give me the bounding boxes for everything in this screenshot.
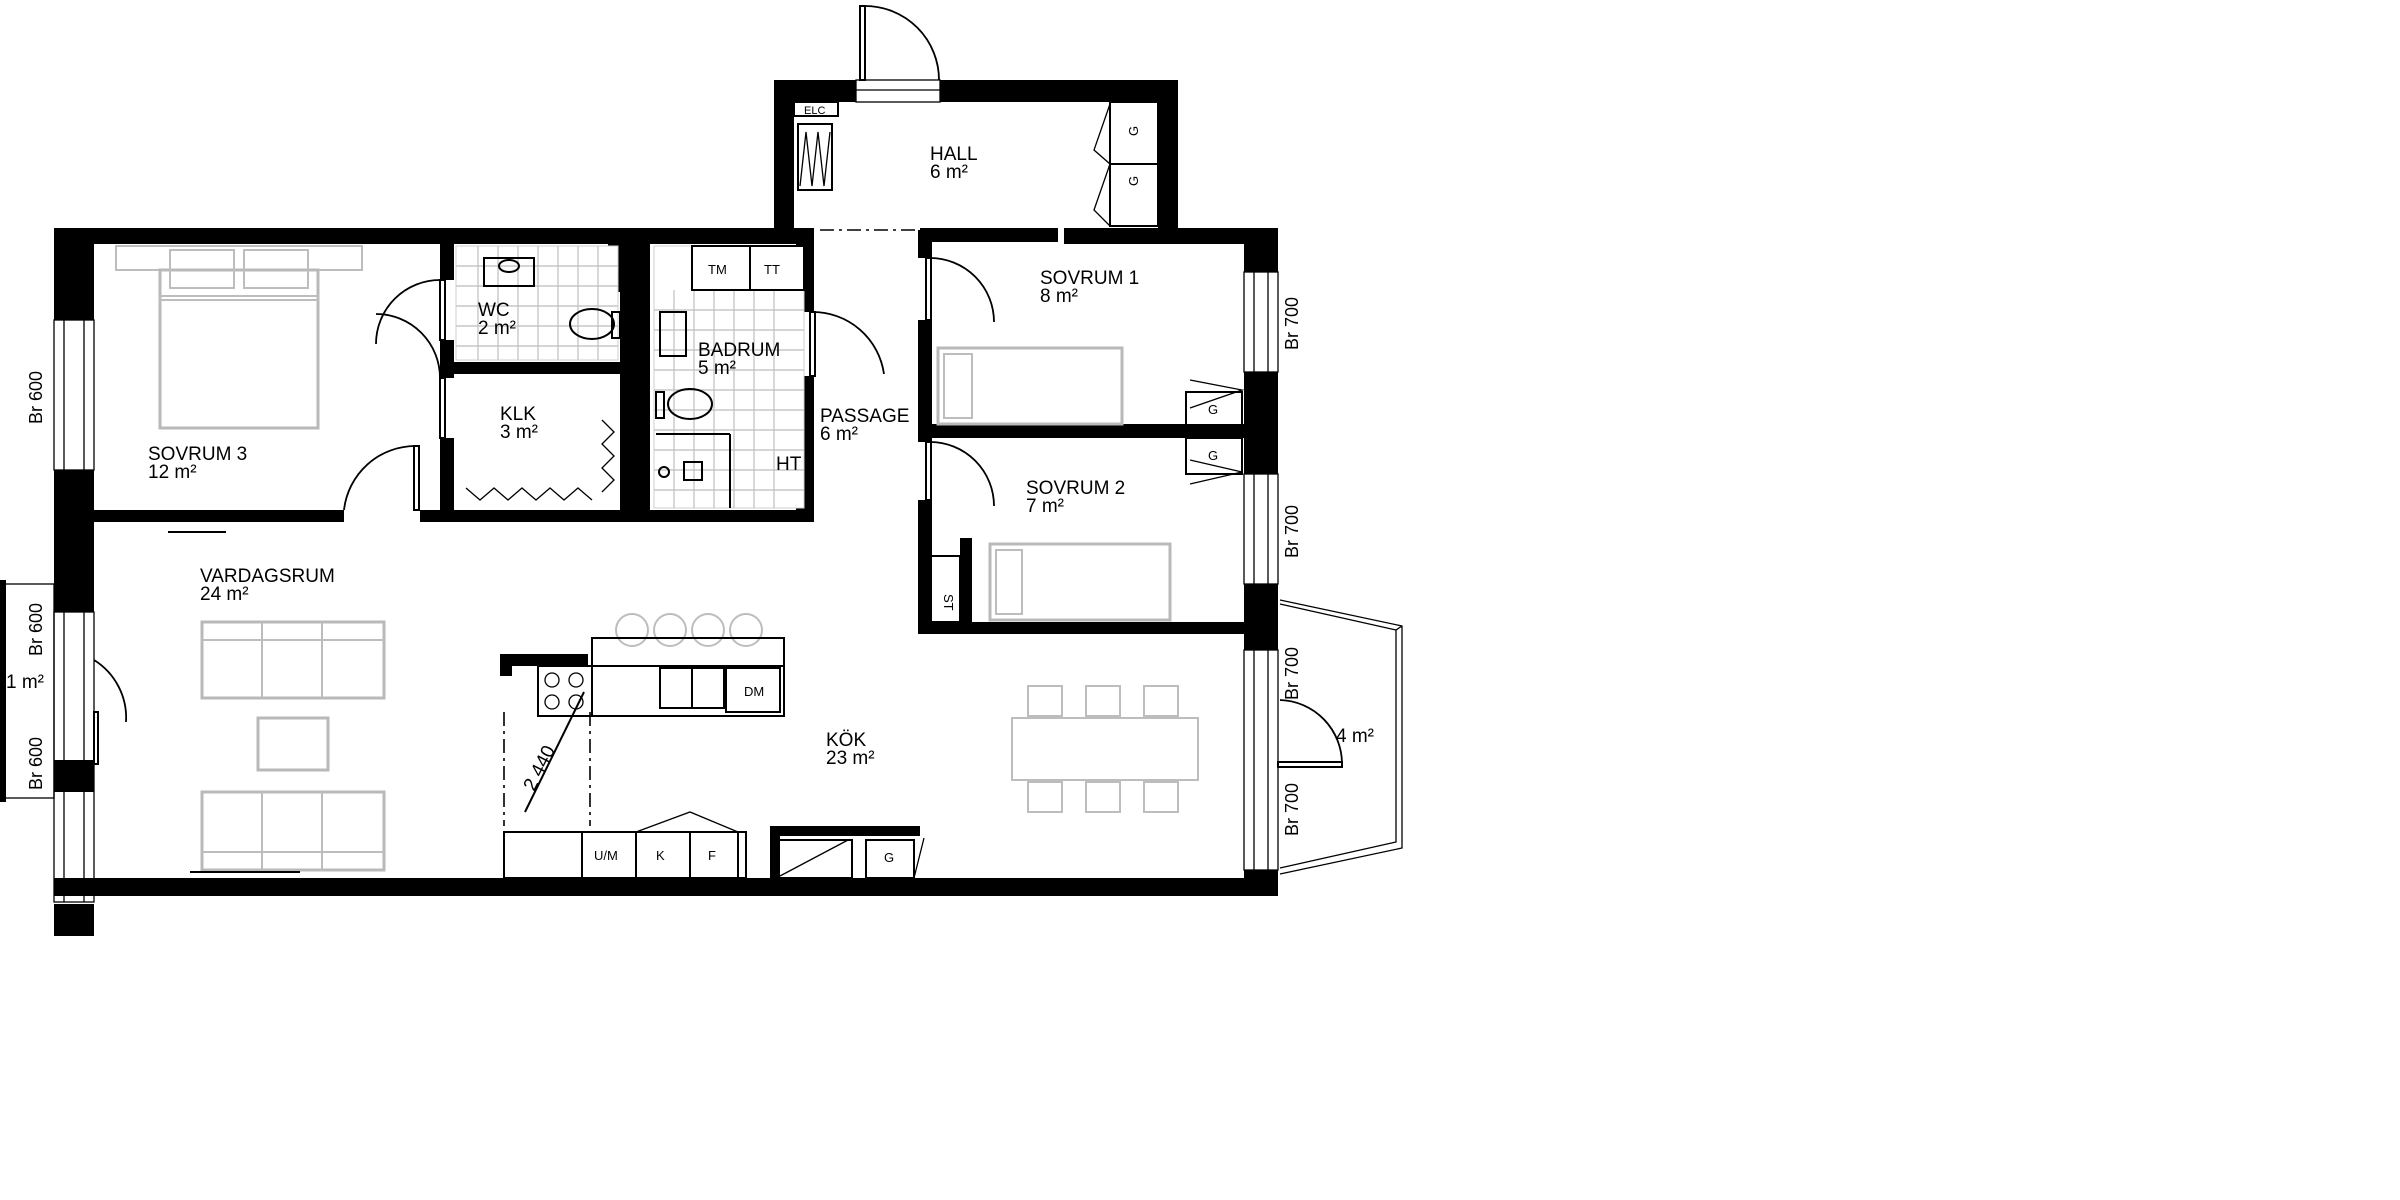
passage-area: 6 m² xyxy=(820,424,858,445)
sovrum2-furniture xyxy=(921,437,1243,623)
ht-label: HT xyxy=(776,454,802,475)
walls xyxy=(54,80,1278,936)
sovrum1-name: SOVRUM 1 xyxy=(1040,268,1139,289)
dm-label: DM xyxy=(744,684,764,699)
tm-label: TM xyxy=(708,262,727,277)
vardagsrum-area: 24 m² xyxy=(200,584,249,605)
balconies xyxy=(0,580,1403,875)
garderob-sovrum1: G xyxy=(1208,402,1218,417)
hall-area: 6 m² xyxy=(930,162,968,183)
window-label-kok-lower: Br 700 xyxy=(1282,783,1302,836)
hall-name: HALL xyxy=(930,144,978,165)
garderob-hall-upper: G xyxy=(1126,126,1141,136)
kitchen-dimension: 2 440 xyxy=(520,742,560,794)
balkong-right-area: 4 m² xyxy=(1336,726,1374,747)
wc-area: 2 m² xyxy=(478,318,516,339)
fixture-labels: ELC G G G G G TM TT HT ST DM U/M K F xyxy=(594,105,1218,865)
tt-label: TT xyxy=(764,262,780,277)
passage-name: PASSAGE xyxy=(820,406,909,427)
kok-name: KÖK xyxy=(826,730,866,751)
badrum-tiles xyxy=(653,245,805,509)
elc-label: ELC xyxy=(804,105,825,117)
balkong-left-area: 1 m² xyxy=(6,672,44,693)
room-labels: HALL 6 m² SOVRUM 1 8 m² SOVRUM 2 7 m² SO… xyxy=(6,144,1374,769)
klk-area: 3 m² xyxy=(500,422,538,443)
wc-name: WC xyxy=(478,300,510,321)
um-label: U/M xyxy=(594,848,618,863)
garderob-kok: G xyxy=(884,850,894,865)
window-label-vardagsrum-lower: Br 600 xyxy=(26,737,46,790)
hall-fixtures xyxy=(793,101,1159,231)
window-label-sovrum2: Br 700 xyxy=(1282,505,1302,558)
garderob-sovrum2: G xyxy=(1208,448,1218,463)
doors xyxy=(93,5,1343,768)
window-label-vardagsrum-upper: Br 600 xyxy=(26,603,46,656)
window-label-kok-upper: Br 700 xyxy=(1282,647,1302,700)
vardagsrum-name: VARDAGSRUM xyxy=(200,566,335,587)
badrum-area: 5 m² xyxy=(698,358,736,379)
kyl-label: K xyxy=(656,848,665,863)
window-label-sovrum1: Br 700 xyxy=(1282,297,1302,350)
st-label: ST xyxy=(941,594,956,611)
sovrum1-area: 8 m² xyxy=(1040,286,1078,307)
kok-area: 23 m² xyxy=(826,748,875,769)
klk-name: KLK xyxy=(500,404,536,425)
sovrum3-area: 12 m² xyxy=(148,462,197,483)
sovrum2-area: 7 m² xyxy=(1026,496,1064,517)
sovrum1-furniture xyxy=(936,346,1245,427)
garderob-hall-lower: G xyxy=(1126,176,1141,186)
frys-label: F xyxy=(708,848,716,863)
window-labels: Br 700 Br 700 Br 700 Br 700 Br 600 Br 60… xyxy=(26,297,1302,836)
sovrum3-name: SOVRUM 3 xyxy=(148,444,247,465)
badrum-name: BADRUM xyxy=(698,340,780,361)
wc-tiles xyxy=(455,245,621,361)
sovrum3-furniture xyxy=(115,245,363,533)
kitchen xyxy=(503,613,1199,879)
klk-shelves xyxy=(465,419,615,501)
window-label-sovrum3: Br 600 xyxy=(26,371,46,424)
vardagsrum-furniture xyxy=(190,620,386,873)
sovrum2-name: SOVRUM 2 xyxy=(1026,478,1125,499)
